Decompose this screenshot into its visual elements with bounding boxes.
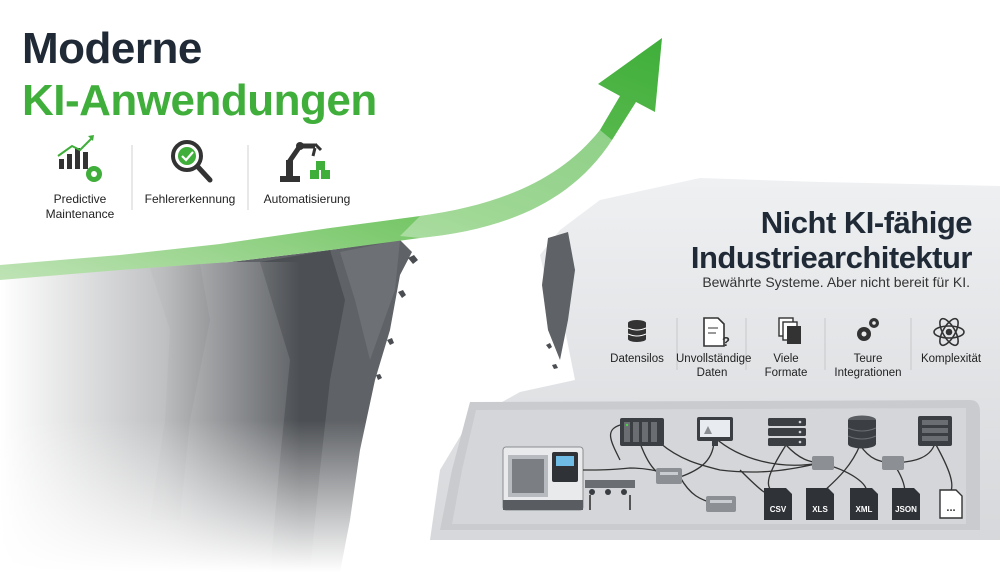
growth-chart-gear-icon [57, 135, 102, 182]
hmi-monitor [697, 417, 733, 446]
app-label-automatisierung: Automatisierung [252, 192, 362, 207]
file-badge-csv: CSV [764, 488, 792, 520]
right-title-line1: Nicht KI-fähige [760, 205, 973, 240]
problem-label-komplexitaet: Komplexität [912, 352, 990, 366]
rack-server [918, 416, 952, 446]
problem-label-line2: Daten [696, 367, 728, 379]
file-badge-json-label: JSON [895, 505, 917, 514]
problem-label-unvollstaendige-daten: Unvollständige Daten [676, 352, 752, 380]
file-badge-xml: XML [850, 488, 878, 520]
right-title-line2: Industriearchitektur [690, 240, 973, 275]
atom-icon [933, 317, 965, 347]
magnifier-check-icon [171, 140, 213, 183]
problem-label-line1: Komplexität [920, 353, 982, 365]
problem-label-line2: Integrationen [834, 367, 902, 379]
database-cylinder [847, 415, 877, 449]
app-label-line2: Maintenance [45, 207, 115, 221]
file-badge-xls-label: XLS [812, 505, 828, 514]
gateway-boxes [656, 456, 904, 512]
left-cliff [0, 240, 420, 572]
problem-label-line1: Unvollständige [676, 353, 752, 365]
chat-document-label: ... [946, 502, 955, 514]
files-stack-icon [778, 317, 801, 344]
problem-label-line1: Datensilos [610, 353, 664, 365]
left-title-line1: Moderne [22, 24, 202, 73]
app-label-line1: Predictive [53, 192, 107, 206]
problem-label-line1: Teure [853, 353, 883, 365]
file-badge-json: JSON [892, 488, 920, 520]
app-label-fehlererkennung: Fehlererkennung [135, 192, 245, 207]
gears-icon [857, 318, 879, 341]
problem-label-viele-formate: Viele Formate [750, 352, 822, 380]
svg-text:?: ? [722, 334, 730, 349]
app-label-line1: Automatisierung [263, 192, 351, 206]
file-badge-csv-label: CSV [770, 505, 787, 514]
app-label-predictive-maintenance: Predictive Maintenance [35, 192, 125, 222]
problem-label-line1: Viele [773, 353, 799, 365]
cnc-machine [502, 446, 584, 511]
server-unit [768, 418, 806, 446]
file-badges: CSV XLS XML JSON ... [764, 488, 963, 520]
conveyor [585, 480, 635, 510]
problem-label-line2: Formate [764, 367, 808, 379]
robot-arm-icon [280, 142, 330, 182]
app-label-line1: Fehlererkennung [144, 192, 236, 206]
left-title-line2: KI-Anwendungen [22, 76, 377, 125]
database-icon [627, 320, 647, 342]
document-question-icon: ? [703, 317, 730, 349]
problem-label-datensilos: Datensilos [600, 352, 674, 366]
chat-document: ... [939, 489, 963, 519]
problem-label-teure-integrationen: Teure Integrationen [826, 352, 910, 380]
file-badge-xls: XLS [806, 488, 834, 520]
growth-arrow [0, 38, 662, 280]
right-subtitle: Bewährte Systeme. Aber nicht bereit für … [702, 274, 970, 290]
plc-rack [620, 418, 664, 446]
file-badge-xml-label: XML [856, 505, 873, 514]
